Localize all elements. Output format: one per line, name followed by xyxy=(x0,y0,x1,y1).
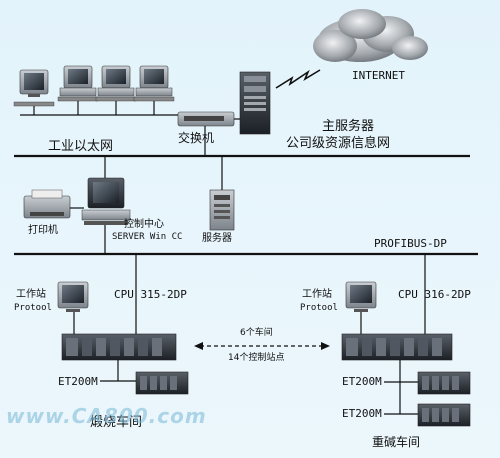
left-plc-rack-icon xyxy=(61,333,177,361)
right-workstation-icon xyxy=(345,281,377,312)
computer-3-icon xyxy=(95,65,137,102)
internet-label: INTERNET xyxy=(352,69,405,82)
left-workstation-software: Protool xyxy=(14,303,52,313)
main-server-icon xyxy=(239,71,271,135)
computer-4-icon xyxy=(133,65,175,102)
left-et200m-label: ET200M xyxy=(58,375,98,388)
left-workshop-label: 煅烧车间 xyxy=(90,415,143,430)
company-network-label: 公司级资源信息网 xyxy=(286,136,391,151)
workshops-count-label: 6个车间 xyxy=(240,328,273,338)
left-cpu-label: CPU 315-2DP xyxy=(114,288,187,301)
computer-2-icon xyxy=(57,65,99,102)
left-workstation-icon xyxy=(57,281,89,312)
switch-label: 交换机 xyxy=(178,131,215,145)
printer-label: 打印机 xyxy=(28,225,58,236)
computer-1-icon xyxy=(13,69,55,107)
server-wincc-label: SERVER Win CC xyxy=(112,232,183,242)
workshops-double-arrow xyxy=(194,342,330,350)
left-workstation-label: 工作站 xyxy=(16,289,46,300)
internet-cloud-icon xyxy=(313,9,428,62)
main-server-label: 主服务器 xyxy=(322,119,375,134)
right-workstation-software: Protool xyxy=(300,303,338,313)
left-et200m-module-icon xyxy=(135,371,189,395)
server-icon xyxy=(209,189,235,231)
server-label: 服务器 xyxy=(202,233,232,244)
watermark-text: www.CA800.com xyxy=(6,404,207,428)
switch-icon xyxy=(177,111,235,127)
right-plc-rack-icon xyxy=(341,333,453,361)
control-center-computer-icon xyxy=(81,177,131,225)
right-cpu-label: CPU 316-2DP xyxy=(398,288,471,301)
right-et200m-module-1-icon xyxy=(417,371,471,395)
right-et200m-module-2-icon xyxy=(417,403,471,427)
right-et200m-1-label: ET200M xyxy=(342,375,382,388)
printer-icon xyxy=(23,189,71,219)
right-workshop-label: 重碱车间 xyxy=(372,435,421,449)
profibus-label: PROFIBUS-DP xyxy=(374,237,447,250)
right-workstation-label: 工作站 xyxy=(302,289,332,300)
control-center-label: 控制中心 xyxy=(124,219,164,230)
stations-count-label: 14个控制站点 xyxy=(228,353,285,363)
right-et200m-2-label: ET200M xyxy=(342,407,382,420)
lightning-link-icon xyxy=(275,69,321,89)
industrial-ethernet-label: 工业以太网 xyxy=(48,139,114,154)
